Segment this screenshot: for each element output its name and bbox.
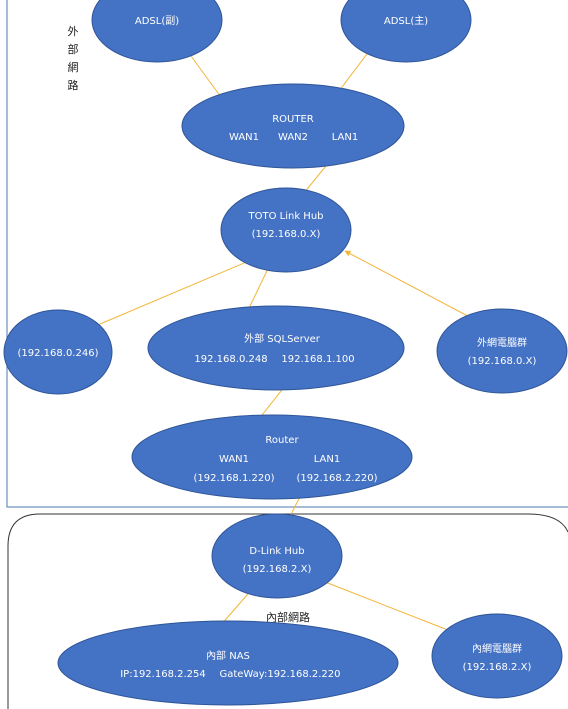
conn-hub-host246 [92, 254, 264, 328]
svg-text:路: 路 [68, 79, 79, 92]
svg-text:Router: Router [265, 435, 299, 446]
svg-text:外部 SQLServer: 外部 SQLServer [244, 332, 321, 345]
svg-text:WAN1: WAN1 [219, 454, 249, 465]
node-adsl-backup: ADSL(副) [91, 0, 223, 63]
node-router-mid: Router WAN1 LAN1 (192.168.1.220) (192.16… [131, 414, 413, 500]
svg-text:192.168.1.100: 192.168.1.100 [281, 354, 354, 365]
svg-text:(192.168.2.220): (192.168.2.220) [297, 473, 378, 484]
svg-text:外: 外 [68, 25, 79, 38]
internal-network-label: 內部網路 [266, 610, 310, 624]
node-internal-nas: 內部 NAS IP:192.168.2.254 GateWay:192.168.… [57, 620, 399, 706]
svg-text:(192.168.0.X): (192.168.0.X) [252, 229, 321, 240]
svg-text:WAN1: WAN1 [229, 132, 259, 143]
external-network-boundary [6, 0, 568, 508]
node-external-pcs: 外網電腦群 (192.168.0.X) [436, 308, 568, 394]
svg-text:LAN1: LAN1 [332, 132, 358, 143]
svg-text:網: 網 [68, 60, 79, 74]
svg-text:部: 部 [68, 42, 79, 56]
svg-text:WAN2: WAN2 [278, 132, 308, 143]
svg-text:ADSL(副): ADSL(副) [135, 15, 179, 27]
node-router-top: ROUTER WAN1 WAN2 LAN1 [181, 83, 405, 169]
svg-text:內部 NAS: 內部 NAS [206, 649, 250, 662]
conn-dlink-internal-pcs [319, 579, 454, 633]
svg-text:(192.168.0.246): (192.168.0.246) [18, 348, 99, 359]
svg-text:GateWay:192.168.2.220: GateWay:192.168.2.220 [219, 669, 340, 680]
svg-text:ADSL(主): ADSL(主) [384, 15, 428, 27]
svg-text:D-Link Hub: D-Link Hub [249, 546, 304, 557]
external-network-label: 外 部 網 路 [68, 25, 79, 92]
svg-text:TOTO Link Hub: TOTO Link Hub [248, 211, 324, 222]
svg-text:(192.168.2.X): (192.168.2.X) [463, 662, 532, 673]
svg-text:內網電腦群: 內網電腦群 [472, 642, 522, 655]
node-dlink-hub: D-Link Hub (192.168.2.X) [211, 513, 343, 599]
svg-text:(192.168.0.X): (192.168.0.X) [468, 356, 537, 367]
conn-hub-external-pcs [344, 250, 480, 323]
svg-text:(192.168.1.220): (192.168.1.220) [194, 473, 275, 484]
node-host-246: (192.168.0.246) [3, 309, 113, 395]
svg-text:(192.168.2.X): (192.168.2.X) [243, 564, 312, 575]
svg-text:外網電腦群: 外網電腦群 [477, 336, 527, 349]
internal-network-boundary [7, 513, 568, 709]
node-sqlserver: 外部 SQLServer 192.168.0.248 192.168.1.100 [147, 305, 405, 391]
svg-text:IP:192.168.2.254: IP:192.168.2.254 [120, 669, 206, 680]
svg-text:ROUTER: ROUTER [272, 114, 314, 125]
node-adsl-main: ADSL(主) [340, 0, 472, 63]
svg-text:LAN1: LAN1 [314, 454, 340, 465]
node-toto-link-hub: TOTO Link Hub (192.168.0.X) [220, 187, 352, 273]
node-internal-pcs: 內網電腦群 (192.168.2.X) [431, 613, 563, 699]
svg-text:192.168.0.248: 192.168.0.248 [194, 354, 267, 365]
